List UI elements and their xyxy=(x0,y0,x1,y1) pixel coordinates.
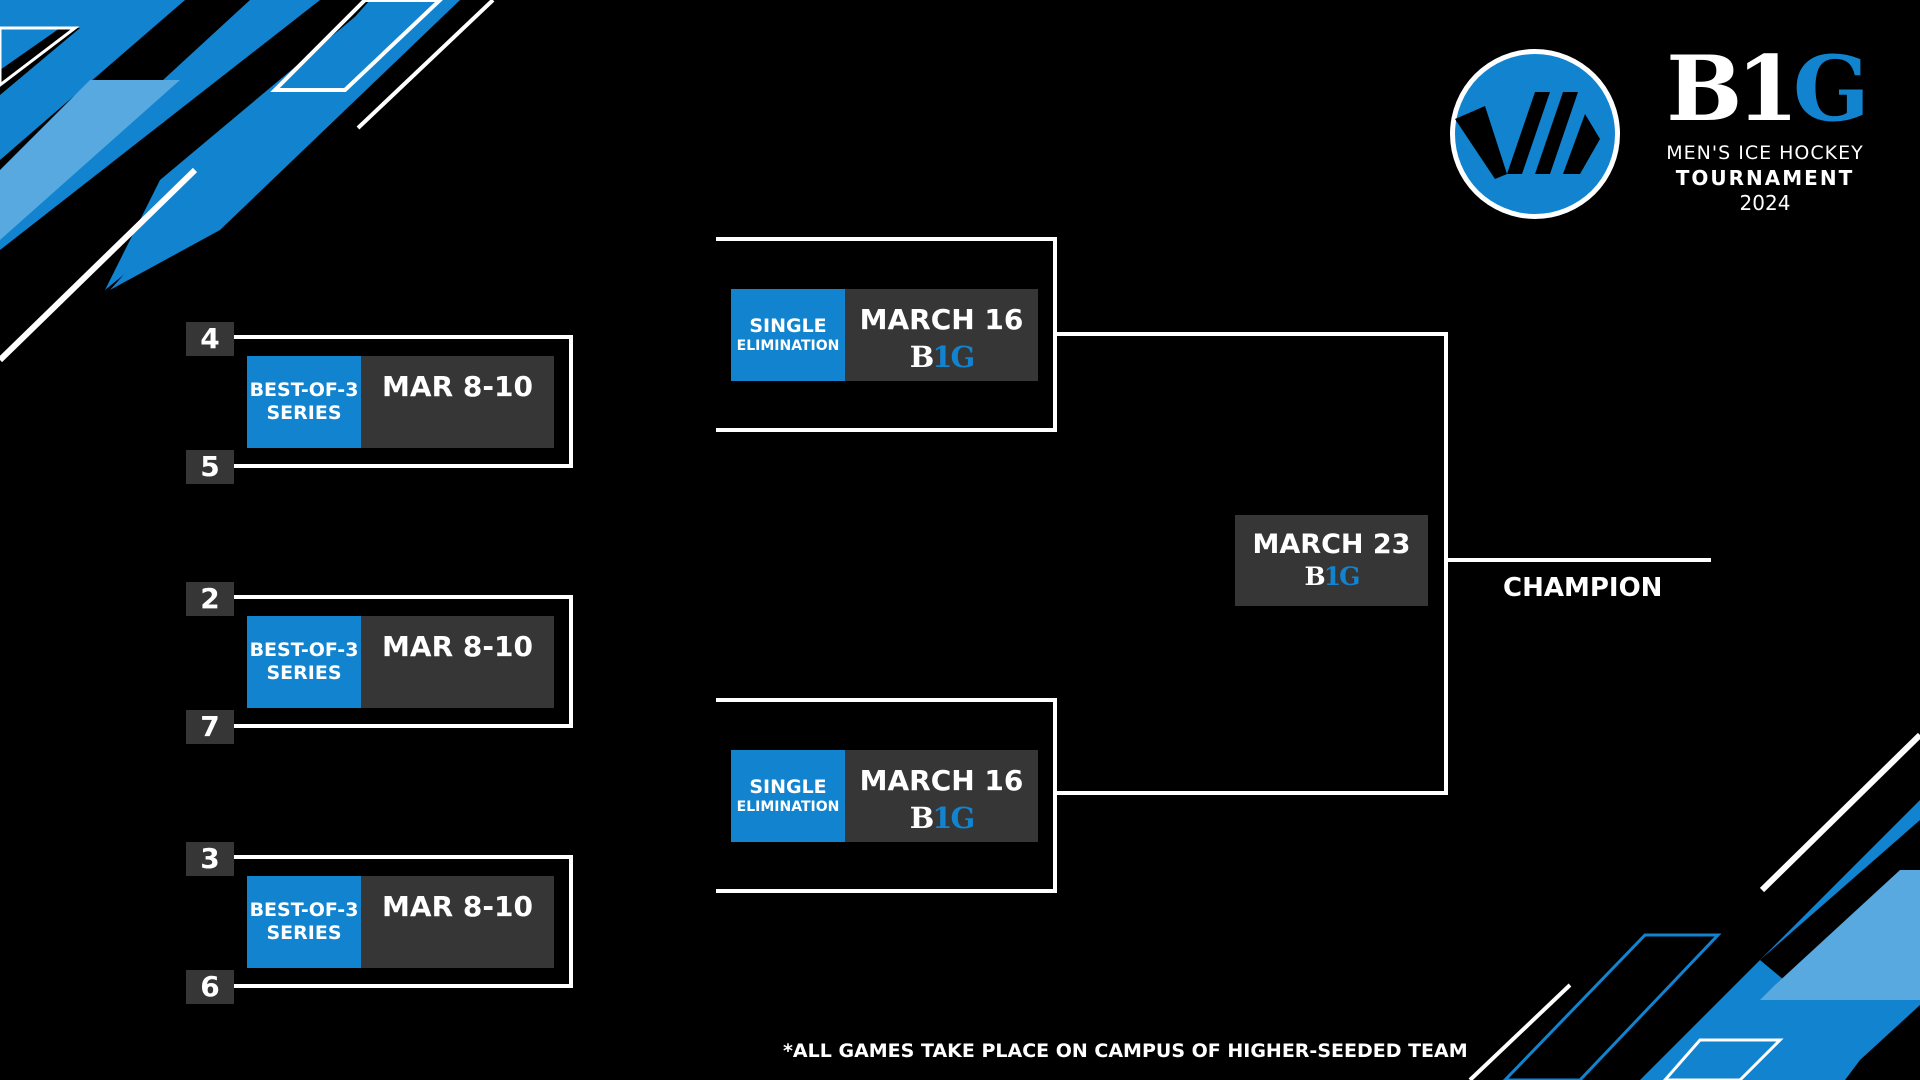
format-tag: BEST-OF-3 SERIES xyxy=(247,356,361,448)
bracket-line xyxy=(234,724,573,728)
bracket-line xyxy=(234,855,573,859)
game-date: MAR 8-10 xyxy=(382,630,533,663)
bracket-line xyxy=(1053,698,1057,893)
game-date: MARCH 16 xyxy=(859,303,1024,336)
bracket-line xyxy=(716,889,1057,893)
seed-badge: 4 xyxy=(186,322,234,356)
champion-label: CHAMPION xyxy=(1503,573,1663,603)
bracket-line xyxy=(234,335,573,339)
format-tag-line1: SINGLE xyxy=(749,776,827,798)
bracket-line xyxy=(1444,332,1448,795)
first-round-game: BEST-OF-3 SERIES MAR 8-10 xyxy=(247,616,554,708)
b1g-logo: B1G xyxy=(1304,562,1361,591)
bracket-line xyxy=(716,237,1057,241)
game-date: MARCH 23 xyxy=(1252,529,1411,560)
format-tag: SINGLE ELIMINATION xyxy=(731,750,845,842)
bracket-line xyxy=(716,698,1057,702)
seed-badge: 7 xyxy=(186,710,234,744)
first-round-game: BEST-OF-3 SERIES MAR 8-10 xyxy=(247,356,554,448)
bracket-line xyxy=(234,464,573,468)
semifinal-game: SINGLE ELIMINATION MARCH 16 B1G xyxy=(731,750,1038,842)
format-tag-line2: ELIMINATION xyxy=(736,799,840,815)
logo-line-sport: MEN'S ICE HOCKEY xyxy=(1666,142,1864,164)
semifinal-game: SINGLE ELIMINATION MARCH 16 B1G xyxy=(731,289,1038,381)
format-tag-line1: SINGLE xyxy=(749,315,827,337)
hockey-stick-circle-icon xyxy=(1450,49,1620,219)
bracket-line xyxy=(716,428,1057,432)
b1g-logo: B1G xyxy=(909,340,975,374)
tournament-logo: B1G MEN'S ICE HOCKEY TOURNAMENT 2024 xyxy=(1655,44,1875,215)
seed-badge: 6 xyxy=(186,970,234,1004)
seed-badge: 3 xyxy=(186,842,234,876)
bracket-line xyxy=(569,595,573,728)
bracket-line xyxy=(1053,237,1057,432)
bracket-line xyxy=(1057,332,1448,336)
bracket-line xyxy=(569,335,573,468)
logo-line-year: 2024 xyxy=(1739,191,1791,215)
game-date: MAR 8-10 xyxy=(382,370,533,403)
format-tag: SINGLE ELIMINATION xyxy=(731,289,845,381)
footnote: *ALL GAMES TAKE PLACE ON CAMPUS OF HIGHE… xyxy=(783,1040,1468,1062)
game-date: MARCH 16 xyxy=(859,764,1024,797)
bracket-line xyxy=(569,855,573,988)
seed-badge: 5 xyxy=(186,450,234,484)
b1g-logo: B1G xyxy=(909,801,975,835)
format-tag: BEST-OF-3 SERIES xyxy=(247,876,361,968)
champion-line xyxy=(1448,558,1711,562)
bracket-line xyxy=(234,595,573,599)
format-tag: BEST-OF-3 SERIES xyxy=(247,616,361,708)
b1g-wordmark: B1G xyxy=(1666,36,1870,142)
bracket-line xyxy=(234,984,573,988)
bracket-line xyxy=(1057,791,1448,795)
seed-badge: 2 xyxy=(186,582,234,616)
first-round-game: BEST-OF-3 SERIES MAR 8-10 xyxy=(247,876,554,968)
logo-line-tournament: TOURNAMENT xyxy=(1675,166,1855,190)
game-date: MAR 8-10 xyxy=(382,890,533,923)
final-game: MARCH 23 B1G xyxy=(1235,515,1428,606)
format-tag-line2: ELIMINATION xyxy=(736,338,840,354)
